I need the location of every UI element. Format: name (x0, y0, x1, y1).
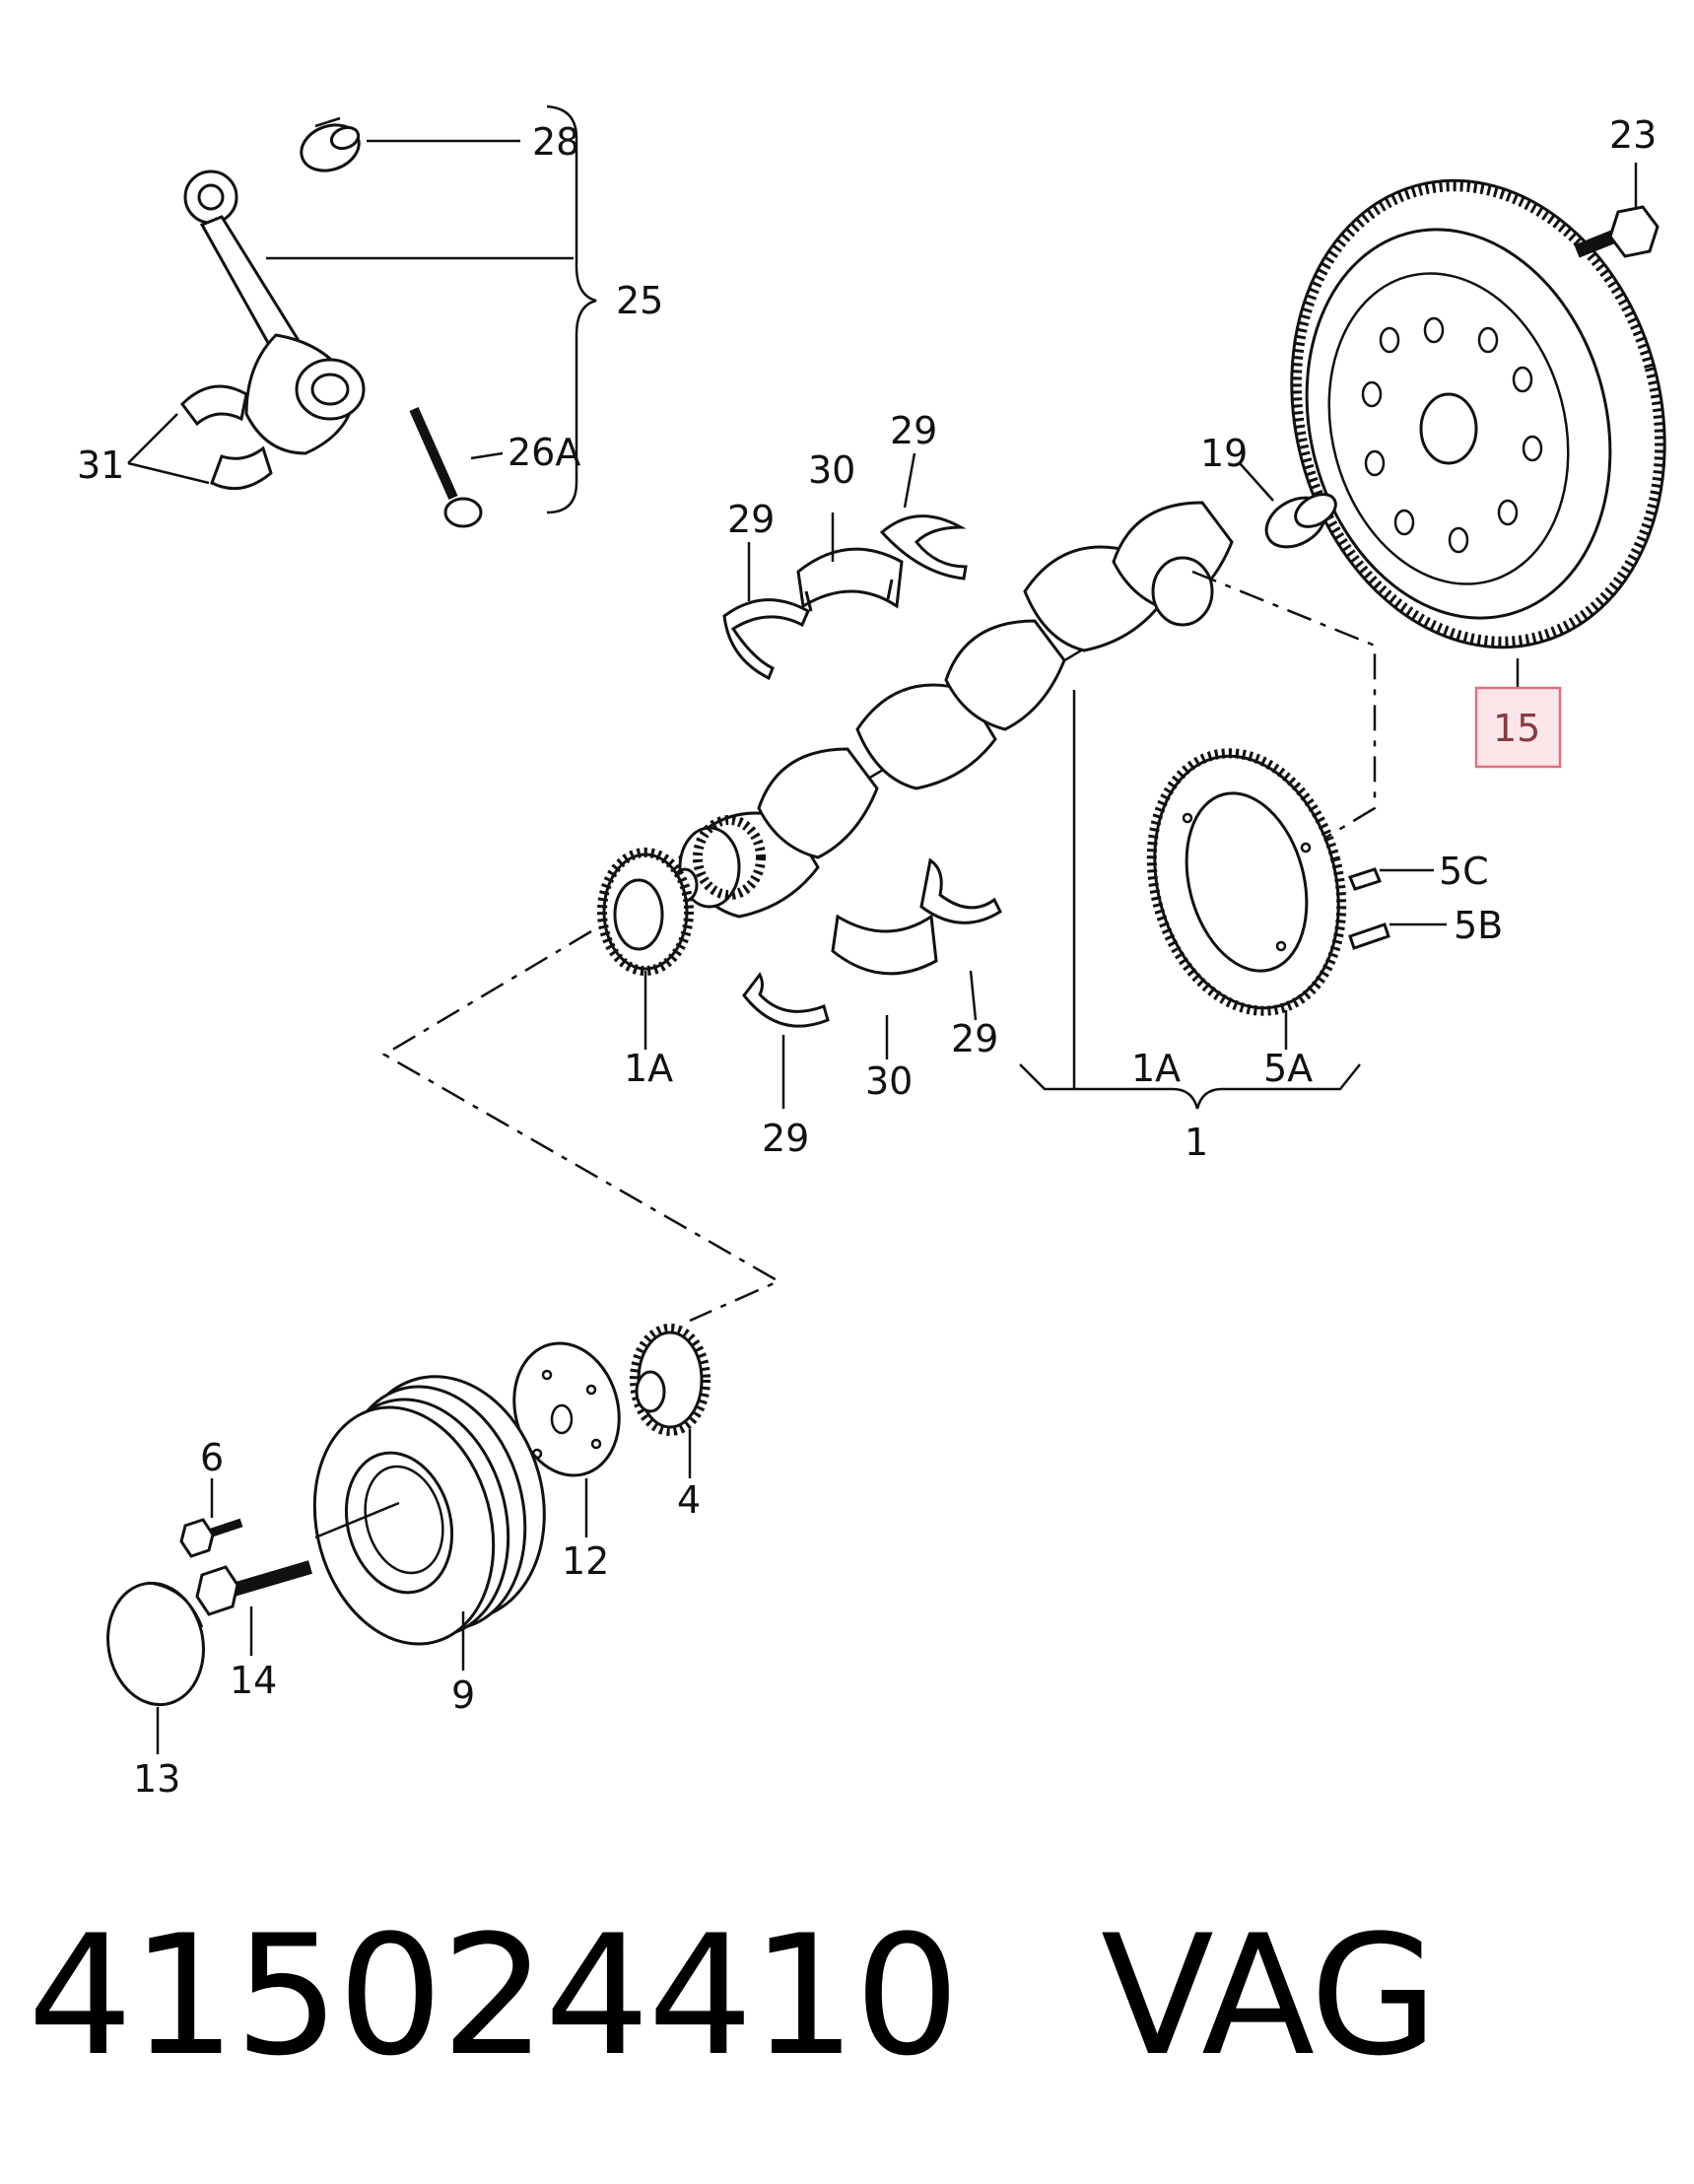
part-caption: 415024410 VAG (28, 1892, 1438, 2099)
sensor-wheel-5a (1146, 748, 1447, 1050)
crankshaft-1a (671, 501, 1234, 919)
callout-1a-left: 1A (624, 1047, 673, 1090)
leader-29b (903, 452, 916, 509)
flywheel-15 (1290, 163, 1666, 690)
flywheel-bolt-holes (1361, 316, 1543, 554)
bracket-1 (1019, 1063, 1361, 1110)
callout-14: 14 (230, 1659, 277, 1702)
callout-19: 19 (1200, 432, 1248, 475)
callout-30-a: 30 (808, 448, 855, 492)
callout-1a-bracket: 1A (1131, 1047, 1181, 1090)
needle-bearing-19 (1239, 462, 1337, 549)
bracket-25 (546, 104, 597, 514)
central-bolt-14 (195, 1560, 312, 1616)
main-bearing-shell-30-upper (796, 547, 904, 612)
rod-bearing-shells-31 (180, 384, 273, 491)
callout-30-b: 30 (865, 1059, 913, 1103)
callout-25: 25 (616, 279, 663, 322)
assembly-line-front (381, 929, 781, 1323)
small-end-bushing-28 (300, 116, 361, 172)
callout-29-c: 29 (951, 1017, 998, 1060)
leader-31 (127, 413, 210, 485)
callout-12: 12 (562, 1539, 609, 1583)
thrust-washer-29-upper-left (722, 598, 810, 681)
flywheel-bolt-23 (1574, 205, 1660, 258)
thrust-washer-29-lower-right (919, 857, 1002, 924)
assembly-line-flywheel (1191, 570, 1377, 840)
callout-5b: 5B (1454, 904, 1503, 947)
callout-28: 28 (532, 120, 579, 164)
callout-5a: 5A (1263, 1047, 1313, 1090)
callout-26a: 26A (508, 431, 580, 474)
main-bearing-shell-30-lower (831, 914, 938, 976)
leader-26a (470, 451, 504, 460)
bolt-axis (314, 1501, 400, 1539)
callout-13: 13 (133, 1757, 180, 1801)
leader-19 (1239, 462, 1274, 502)
washer-12 (512, 1341, 621, 1477)
connecting-rod-25 (183, 170, 366, 455)
crankshaft-group (671, 452, 1234, 1109)
callout-29-d: 29 (762, 1117, 809, 1160)
thrust-washer-29-lower-left (742, 972, 830, 1028)
crank-sprocket-4 (630, 1324, 711, 1436)
highlight-box-15 (1474, 686, 1562, 769)
screw-5c (1347, 867, 1383, 891)
callout-4: 4 (677, 1478, 701, 1522)
vibration-damper-9 (312, 1375, 546, 1646)
sprocket-ring-1a (597, 848, 694, 1050)
callout-9: 9 (451, 1673, 475, 1717)
callout-6: 6 (200, 1436, 224, 1479)
leader-29c (969, 970, 978, 1021)
callout-31: 31 (77, 444, 124, 487)
callout-29-a: 29 (727, 498, 775, 541)
callout-1: 1 (1185, 1121, 1208, 1164)
thrust-washer-29-upper-right (879, 514, 968, 580)
screw-5b (1348, 922, 1390, 950)
callout-23: 23 (1609, 113, 1657, 157)
connecting-rod-group (127, 104, 597, 528)
callout-29-b: 29 (890, 409, 937, 452)
callout-15: 15 (1493, 707, 1540, 750)
cap-13 (106, 1581, 205, 1707)
pulley-bolt-6 (179, 1518, 243, 1558)
front-pulley-group (106, 1324, 711, 1754)
brand-name: VAG (1100, 1899, 1438, 2092)
part-number: 415024410 (28, 1899, 960, 2092)
rod-bolt-26a (409, 406, 483, 528)
callout-5c: 5C (1439, 850, 1489, 893)
